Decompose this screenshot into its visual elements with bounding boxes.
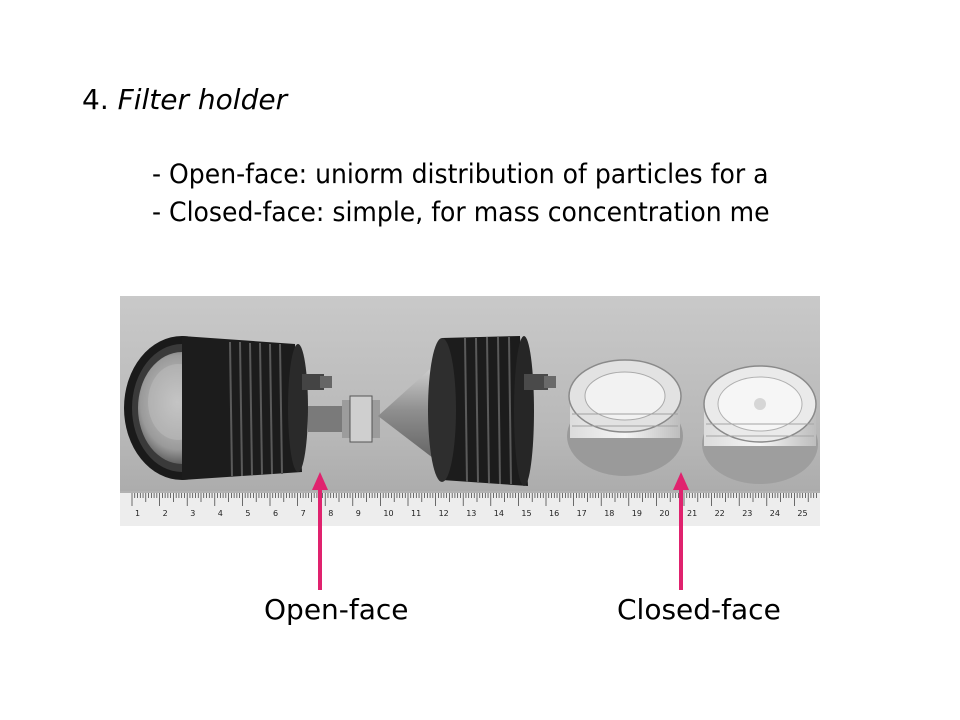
ruler-number: 11 xyxy=(411,509,421,518)
ruler-number: 18 xyxy=(604,509,614,518)
ruler-number: 14 xyxy=(494,509,504,518)
ruler-number: 24 xyxy=(770,509,780,518)
ruler-number: 10 xyxy=(383,509,393,518)
ruler-number: 25 xyxy=(797,509,807,518)
bullet-open-face: - Open-face: uniorm distribution of part… xyxy=(152,159,769,190)
ruler-number: 19 xyxy=(632,509,642,518)
ruler-number: 1 xyxy=(135,509,140,518)
ruler-number: 20 xyxy=(659,509,669,518)
ruler-number: 15 xyxy=(521,509,531,518)
ruler-number: 8 xyxy=(328,509,333,518)
open-face-label: Open-face xyxy=(264,593,409,626)
ruler-number: 16 xyxy=(549,509,559,518)
ruler-number: 9 xyxy=(356,509,361,518)
bullet-closed-face: - Closed-face: simple, for mass concentr… xyxy=(152,197,770,228)
ruler-number: 4 xyxy=(218,509,223,518)
ruler-number: 22 xyxy=(715,509,725,518)
ruler-number: 6 xyxy=(273,509,278,518)
ruler-number: 13 xyxy=(466,509,476,518)
ruler-number: 17 xyxy=(577,509,587,518)
ruler-number: 5 xyxy=(245,509,250,518)
section-number: 4. xyxy=(82,83,109,116)
ruler-number: 2 xyxy=(163,509,168,518)
bullet-list: - Open-face: uniorm distribution of part… xyxy=(152,156,903,232)
section-heading: 4. Filter holder xyxy=(82,82,287,118)
ruler-number: 23 xyxy=(742,509,752,518)
ruler-number: 7 xyxy=(301,509,306,518)
ruler-number: 12 xyxy=(439,509,449,518)
section-title: Filter holder xyxy=(117,83,288,116)
closed-face-label: Closed-face xyxy=(617,593,781,626)
ruler-number: 21 xyxy=(687,509,697,518)
ruler-number: 3 xyxy=(190,509,195,518)
